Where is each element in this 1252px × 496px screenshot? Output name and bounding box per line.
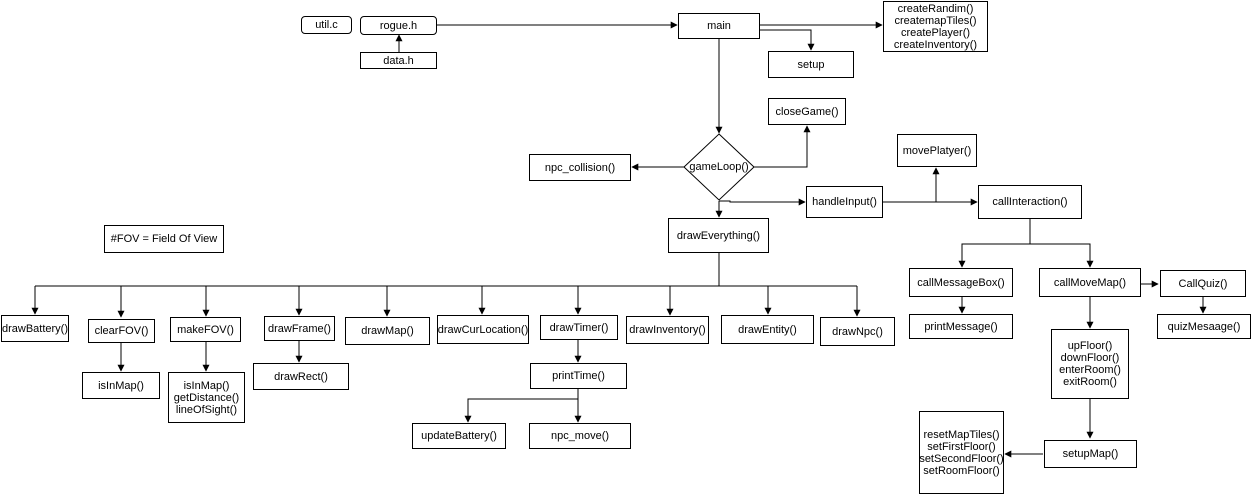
draw-entity-label: drawEntity(): [738, 323, 797, 336]
util-c-node: util.c: [301, 16, 352, 34]
edge-gameloop-to-closegame: [753, 125, 811, 168]
call-move-map-node: callMoveMap(): [1039, 268, 1141, 297]
exit-room-label: exitRoom(): [1063, 376, 1117, 388]
draw-inventory-label: drawInventory(): [629, 324, 706, 336]
fov-note-label: #FOV = Field Of View: [110, 233, 218, 245]
fov-note-node: #FOV = Field Of View: [104, 225, 224, 253]
draw-npc-node: drawNpc(): [820, 317, 895, 346]
rogue-h-node: rogue.h: [360, 16, 437, 35]
draw-battery-label: drawBattery(): [1, 322, 69, 335]
is-in-map-node: isInMap(): [82, 372, 160, 399]
move-player-node: movePlatyer(): [897, 134, 977, 167]
down-floor-label: downFloor(): [1060, 352, 1120, 364]
draw-rect-node: drawRect(): [253, 363, 349, 390]
make-fov-label: makeFOV(): [177, 323, 234, 336]
draw-rect-label: drawRect(): [274, 370, 328, 383]
enter-room-label: enterRoom(): [1059, 364, 1121, 376]
is-in-map-label: isInMap(): [98, 379, 144, 392]
setup-map-label: setupMap(): [1062, 448, 1119, 460]
move-player-label: movePlatyer(): [902, 144, 972, 157]
gameloop-diamond: [683, 133, 755, 201]
reset-maptiles-label: resetMapTiles(): [923, 428, 1000, 441]
update-battery-node: updateBattery(): [412, 423, 506, 449]
draw-frame-label: drawFrame(): [268, 322, 331, 335]
edge-gameloop-to-handleinput: [719, 198, 806, 206]
draw-cur-location-label: drawCurLocation(): [437, 323, 529, 336]
data-h-node: data.h: [360, 52, 437, 69]
create-maptiles-label: createmapTiles(): [894, 14, 977, 27]
draw-entity-node: drawEntity(): [721, 315, 814, 344]
edge-main-to-setup: [760, 29, 815, 51]
main-label: main: [707, 20, 731, 32]
quiz-message-label: quizMesaage(): [1167, 320, 1241, 333]
handle-input-label: handleInput(): [812, 196, 877, 208]
draw-frame-node: drawFrame(): [264, 316, 335, 341]
call-interaction-node: callInteraction(): [978, 185, 1082, 219]
util-c-label: util.c: [315, 19, 338, 31]
set-room-floor-label: setRoomFloor(): [923, 464, 1000, 477]
fov-get-distance-label: getDistance(): [173, 391, 240, 404]
set-second-floor-label: setSecondFloor(): [919, 452, 1004, 465]
close-game-node: closeGame(): [768, 98, 846, 125]
call-interaction-label: callInteraction(): [992, 196, 1068, 208]
make-fov-node: makeFOV(): [170, 317, 241, 342]
create-inventory-label: createInventory(): [893, 38, 978, 51]
setup-node: setup: [768, 51, 854, 78]
create-randim-label: createRandim(): [897, 2, 974, 15]
draw-timer-node: drawTimer(): [540, 315, 618, 340]
draw-inventory-node: drawInventory(): [626, 316, 709, 344]
main-node: main: [678, 13, 760, 39]
draw-map-node: drawMap(): [345, 317, 430, 345]
edge-callinteraction-branch: [958, 219, 1031, 268]
fov-is-in-map-label: isInMap(): [183, 379, 230, 392]
data-h-label: data.h: [383, 54, 414, 67]
print-time-node: printTime(): [530, 363, 627, 389]
floor-list-node: upFloor() downFloor() enterRoom() exitRo…: [1051, 329, 1129, 399]
call-quiz-label: CallQuiz(): [1178, 277, 1228, 290]
clear-fov-node: clearFOV(): [88, 319, 155, 343]
edge-printtime-to-updatebattery: [464, 389, 579, 423]
gameloop-label: gameLoop(): [689, 161, 749, 173]
call-message-box-node: callMessageBox(): [909, 268, 1013, 297]
draw-cur-location-node: drawCurLocation(): [437, 315, 529, 344]
fov-line-of-sight-label: lineOfSight(): [175, 403, 238, 416]
draw-map-label: drawMap(): [361, 325, 414, 337]
fov-list-node: isInMap() getDistance() lineOfSight(): [168, 372, 245, 423]
close-game-label: closeGame(): [775, 105, 839, 118]
call-move-map-label: callMoveMap(): [1053, 276, 1127, 289]
handle-input-node: handleInput(): [806, 186, 883, 218]
clear-fov-label: clearFOV(): [94, 325, 149, 337]
draw-everything-node: drawEverything(): [668, 218, 769, 253]
draw-npc-label: drawNpc(): [832, 325, 883, 338]
up-floor-label: upFloor(): [1067, 340, 1113, 352]
call-message-box-label: callMessageBox(): [917, 276, 1005, 289]
rogue-h-label: rogue.h: [379, 19, 418, 32]
setup-map-node: setupMap(): [1044, 440, 1137, 468]
npc-collision-node: npc_collision(): [529, 154, 631, 181]
reset-list-node: resetMapTiles() setFirstFloor() setSecon…: [919, 411, 1004, 494]
create-player-label: createPlayer(): [900, 26, 971, 39]
call-quiz-node: CallQuiz(): [1160, 270, 1246, 297]
print-message-label: printMessage(): [924, 320, 998, 333]
setup-label: setup: [797, 58, 825, 71]
print-message-node: printMessage(): [909, 314, 1013, 339]
print-time-label: printTime(): [552, 370, 605, 382]
npc-move-node: npc_move(): [529, 423, 631, 449]
draw-battery-node: drawBattery(): [1, 315, 69, 342]
set-first-floor-label: setFirstFloor(): [927, 440, 996, 453]
draw-timer-label: drawTimer(): [549, 321, 609, 334]
quiz-message-node: quizMesaage(): [1157, 314, 1251, 339]
create-list-node: createRandim() createmapTiles() createPl…: [883, 1, 988, 52]
edge-callinteraction-to-callmovemap: [1030, 243, 1094, 268]
npc-collision-label: npc_collision(): [544, 161, 616, 174]
npc-move-label: npc_move(): [550, 430, 610, 442]
draw-everything-label: drawEverything(): [676, 229, 761, 242]
update-battery-label: updateBattery(): [421, 430, 497, 442]
